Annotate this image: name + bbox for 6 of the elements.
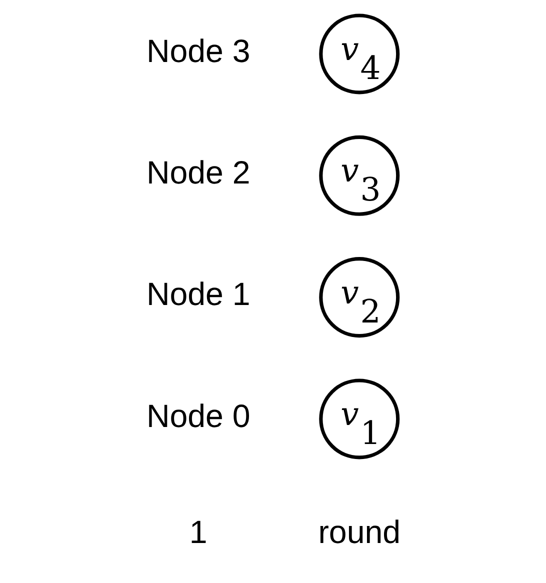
- node-label: Node 1: [146, 276, 250, 312]
- node-label: Node 3: [146, 32, 250, 69]
- label: 1: [188, 514, 207, 550]
- node-label: Node 0: [146, 398, 250, 434]
- node-label: Node 2: [146, 154, 250, 191]
- label: round: [318, 514, 400, 550]
